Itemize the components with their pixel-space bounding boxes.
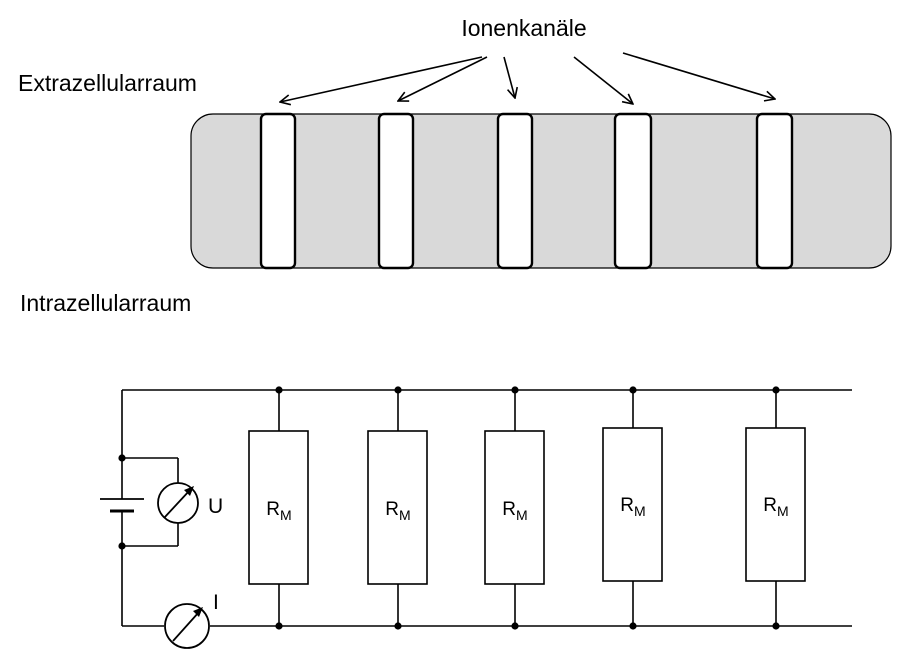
junction-dot xyxy=(629,622,637,630)
junction-dot xyxy=(118,454,126,462)
resistor-subscript: M xyxy=(777,503,789,519)
cell-membrane xyxy=(190,113,892,269)
ion-channel-5 xyxy=(755,112,794,270)
resistor-subscript: M xyxy=(634,503,646,519)
resistor-symbol: R xyxy=(502,499,516,520)
resistor-symbol: R xyxy=(385,499,399,520)
resistor-3-label: RM xyxy=(502,499,527,523)
junction-dot xyxy=(275,386,283,394)
resistor-4: RM xyxy=(602,427,663,582)
arrow-channel-3 xyxy=(503,56,515,98)
battery-symbol xyxy=(100,498,144,513)
arrow-channel-4 xyxy=(573,56,633,104)
ammeter: I xyxy=(164,591,219,649)
resistor-5-body xyxy=(745,427,806,582)
resistor-1-body xyxy=(248,430,309,585)
voltmeter-needle-head-icon xyxy=(184,486,194,496)
junction-dot xyxy=(772,386,780,394)
resistor-3: RM xyxy=(484,430,545,585)
ion-channel-4 xyxy=(613,112,653,270)
junction-dots xyxy=(118,386,780,630)
voltmeter-needle-icon xyxy=(163,489,191,519)
resistor-4-label: RM xyxy=(620,495,645,519)
ammeter-label: I xyxy=(213,591,219,614)
resistor-2-label: RM xyxy=(385,499,410,523)
resistor-symbol: R xyxy=(620,495,634,516)
junction-dot xyxy=(394,386,402,394)
ion-channel-2 xyxy=(377,112,415,270)
resistor-subscript: M xyxy=(280,507,292,523)
junction-dot xyxy=(275,622,283,630)
junction-dot xyxy=(394,622,402,630)
junction-dot xyxy=(511,622,519,630)
junction-dot xyxy=(118,542,126,550)
resistor-symbol: R xyxy=(763,495,777,516)
channel-arrows xyxy=(280,52,775,104)
circuit-wires xyxy=(121,389,852,627)
voltmeter: U xyxy=(157,482,223,524)
resistor-5: RM xyxy=(745,427,806,582)
ion-channel-3 xyxy=(496,112,534,270)
resistor-4-body xyxy=(602,427,663,582)
resistor-2-body xyxy=(367,430,428,585)
resistor-1: RM xyxy=(248,430,309,585)
ion-channels xyxy=(259,112,794,270)
intracellular-label: Intrazellularraum xyxy=(20,290,191,316)
ammeter-needle-icon xyxy=(172,611,200,642)
junction-dot xyxy=(511,386,519,394)
junction-dot xyxy=(629,386,637,394)
resistor-symbol: R xyxy=(266,499,280,520)
resistor-subscript: M xyxy=(399,507,411,523)
junction-dot xyxy=(772,622,780,630)
ion-channels-label: Ionenkanäle xyxy=(461,15,586,41)
ion-channel-1 xyxy=(259,112,297,270)
voltmeter-label: U xyxy=(208,495,223,518)
extracellular-label: Extrazellularraum xyxy=(18,70,197,96)
ammeter-needle-head-icon xyxy=(193,607,203,617)
resistor-2: RM xyxy=(367,430,428,585)
resistor-subscript: M xyxy=(516,507,528,523)
resistor-5-label: RM xyxy=(763,495,788,519)
resistor-3-body xyxy=(484,430,545,585)
arrow-channel-5 xyxy=(622,52,775,99)
arrow-channel-2 xyxy=(398,56,488,101)
arrow-channel-1 xyxy=(280,56,483,102)
resistor-1-label: RM xyxy=(266,499,291,523)
